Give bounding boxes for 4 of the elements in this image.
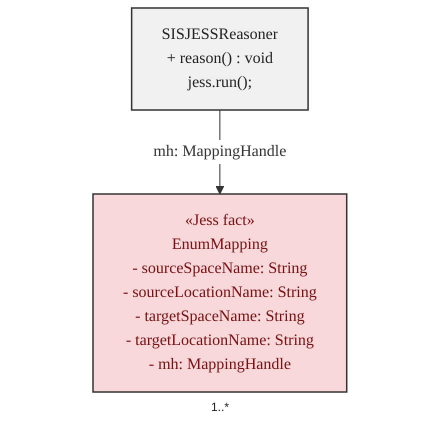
node-box: «Jess fact» EnumMapping - sourceSpaceName: String - sourceLocationName: String - targetSpaceName: String - targetLocationName: String - mh: MappingHandle [92, 193, 348, 393]
node-box: SISJESSReasoner + reason() : void jess.run(); [131, 7, 309, 111]
edge-label: mh: MappingHandle [154, 143, 286, 160]
multiplicity-label: 1..* [210, 400, 229, 414]
